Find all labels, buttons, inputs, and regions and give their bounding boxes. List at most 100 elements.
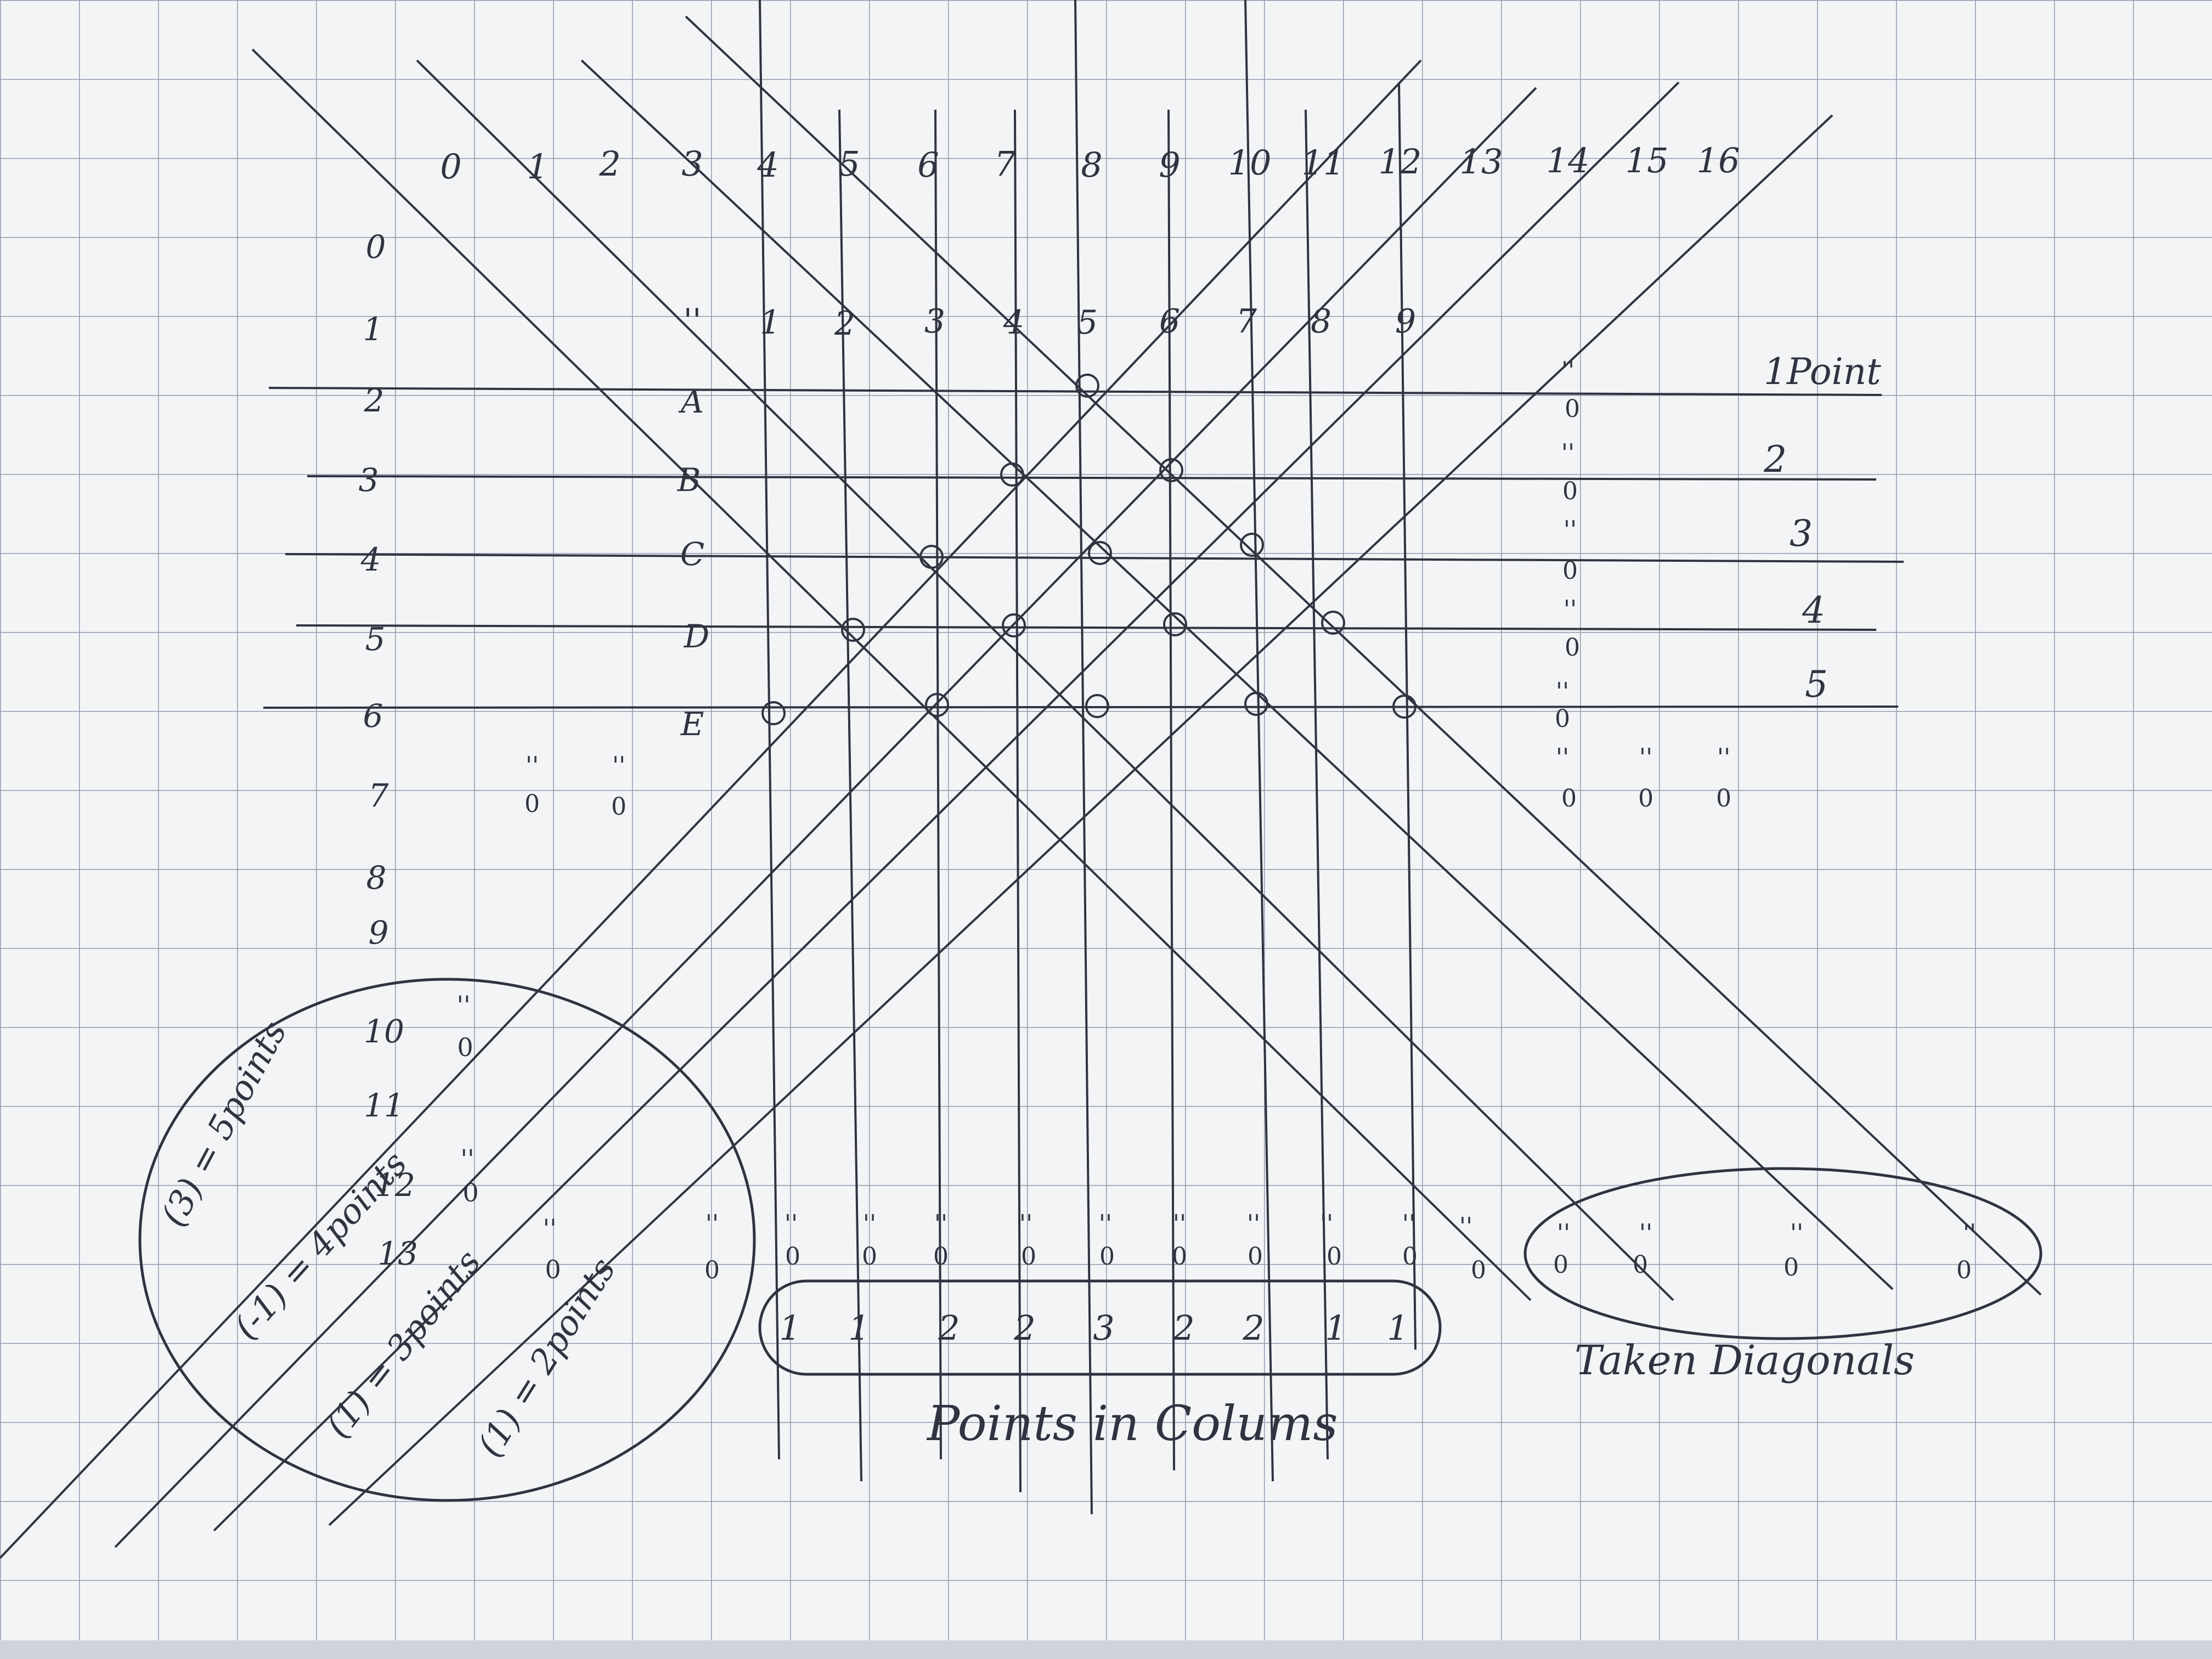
- points-in-columns-row: 1 1 2 2 3 2 2 1 1: [779, 1308, 1408, 1348]
- ditto-mark: '': [934, 1210, 947, 1238]
- column-point-count: 1: [848, 1308, 870, 1348]
- zero-mark: 0: [1553, 1251, 1568, 1279]
- inner-column-number: 5: [1077, 303, 1098, 342]
- ditto-mark: '': [456, 990, 470, 1020]
- inner-column-number: 9: [1395, 302, 1416, 341]
- row-number: 10: [364, 1013, 404, 1050]
- intersection-circle: [925, 693, 949, 717]
- zero-mark: 0: [1633, 1251, 1648, 1279]
- zero-mark: 0: [611, 793, 627, 821]
- ditto-mark: '': [1320, 1210, 1333, 1238]
- column-point-count: 2: [1013, 1308, 1035, 1348]
- zero-mark: 0: [1555, 705, 1570, 733]
- ditto-mark: '': [1556, 743, 1569, 771]
- row-number: 7: [369, 777, 389, 814]
- column-point-count: 2: [1172, 1308, 1194, 1348]
- ditto-mark: '': [612, 752, 625, 780]
- circle-ditto-marks: '' 0 '' 0 '' 0: [456, 990, 561, 1284]
- ditto-mark: '': [1019, 1210, 1032, 1238]
- ditto-mark: '': [785, 1210, 798, 1238]
- ditto-mark: '': [526, 752, 539, 780]
- column-point-count: 2: [1242, 1308, 1264, 1348]
- row-letter-column: A B C D E: [677, 383, 710, 743]
- column-number-row: 0 1 2 3 4 5 6 7 8 9 10 11 12 13 14 15 16: [440, 140, 1740, 187]
- ditto-mark: '': [1173, 1210, 1186, 1238]
- column-number: 7: [994, 144, 1016, 184]
- column-number: 5: [838, 144, 860, 184]
- inner-column-first-mark: '': [684, 302, 702, 340]
- row-number: 11: [364, 1087, 404, 1124]
- ditto-mark: '': [543, 1214, 556, 1243]
- intersection-circle: [1088, 541, 1112, 565]
- row-number: 13: [377, 1235, 418, 1272]
- inner-column-number: 2: [834, 304, 855, 343]
- row-points-label: 2: [1763, 438, 1787, 481]
- column-number: 11: [1302, 143, 1345, 183]
- intersection-circle: [1002, 613, 1026, 637]
- zero-mark: 0: [1561, 785, 1577, 812]
- row-number: 5: [365, 620, 386, 658]
- column-number: 14: [1547, 140, 1590, 180]
- zero-mark: 0: [1562, 557, 1578, 585]
- zero-mark: 0: [1402, 1243, 1418, 1271]
- ditto-mark: '': [863, 1210, 876, 1238]
- ditto-mark: '': [1459, 1212, 1472, 1240]
- zero-mark: 0: [1784, 1254, 1799, 1282]
- row-points-column: 1Point 2 3 4 5: [1763, 351, 1881, 706]
- table-edge: [0, 1640, 2212, 1659]
- zero-mark: 0: [1327, 1243, 1342, 1271]
- column-point-count: 1: [1387, 1308, 1408, 1348]
- column-number: 12: [1379, 142, 1422, 182]
- row-number: 12: [375, 1166, 415, 1204]
- intersection-circle: [1321, 611, 1345, 635]
- zero-mark: 0: [1716, 785, 1731, 812]
- bottom-ditto-marks: '' 0 '' 0 '' 0 '' 0 '' 0 '' 0 '' 0 '' 0 …: [704, 1210, 1976, 1284]
- intersection-circle: [1244, 692, 1268, 716]
- intersection-circle: [1240, 533, 1264, 557]
- inner-column-number: 1: [760, 303, 781, 342]
- ditto-mark: '': [1247, 1210, 1260, 1238]
- inner-column-number: 7: [1236, 302, 1257, 341]
- ditto-mark: '': [1639, 743, 1652, 771]
- column-number: 3: [681, 144, 703, 184]
- row-letter: B: [677, 461, 701, 499]
- column-point-count: 2: [938, 1308, 960, 1348]
- intersection-circle: [1085, 694, 1109, 718]
- column-number: 6: [917, 145, 939, 185]
- intersection-circle: [1159, 458, 1183, 482]
- zero-mark: 0: [524, 790, 540, 818]
- right-ditto-marks: '' 0 '' 0 '' 0 '' 0 '' 0 '' 0 '' 0 '' 0: [1555, 357, 1731, 812]
- points-in-columns-label: Points in Colums: [926, 1395, 1338, 1452]
- zero-mark: 0: [1248, 1243, 1263, 1271]
- row-points-label: 5: [1805, 663, 1828, 706]
- inner-column-number-row: '' 1 2 3 4 5 6 7 8 9: [684, 302, 1417, 343]
- row-letter: D: [684, 618, 710, 655]
- column-number: 1: [527, 146, 548, 187]
- intersection-circle: [761, 701, 786, 725]
- zero-mark: 0: [785, 1243, 800, 1271]
- ditto-mark: '': [1564, 595, 1577, 623]
- zero-mark: 0: [457, 1032, 473, 1062]
- column-number: 10: [1228, 143, 1272, 183]
- column-number: 4: [757, 145, 778, 185]
- diagonal-notes-oval: [138, 978, 756, 1502]
- intersection-circle: [1000, 462, 1024, 487]
- ditto-mark: '': [1402, 1210, 1415, 1238]
- intersection-circle: [1392, 695, 1417, 719]
- zero-mark: 0: [862, 1243, 877, 1271]
- column-number: 9: [1159, 145, 1180, 185]
- ditto-mark: '': [1556, 678, 1569, 706]
- row-points-label: 1Point: [1764, 351, 1881, 393]
- row-number: 2: [364, 382, 385, 419]
- zero-mark: 0: [1021, 1243, 1036, 1271]
- ditto-mark: '': [1963, 1219, 1976, 1247]
- taken-diagonals-oval: [1523, 1167, 2042, 1340]
- row-number: 4: [360, 541, 381, 578]
- vertical-pen-lines: [759, 0, 1417, 1515]
- row-number: 9: [369, 914, 389, 951]
- ditto-mark: '': [1557, 1219, 1570, 1247]
- annotation-ovals: [138, 978, 2042, 1502]
- inner-column-number: 8: [1311, 302, 1331, 341]
